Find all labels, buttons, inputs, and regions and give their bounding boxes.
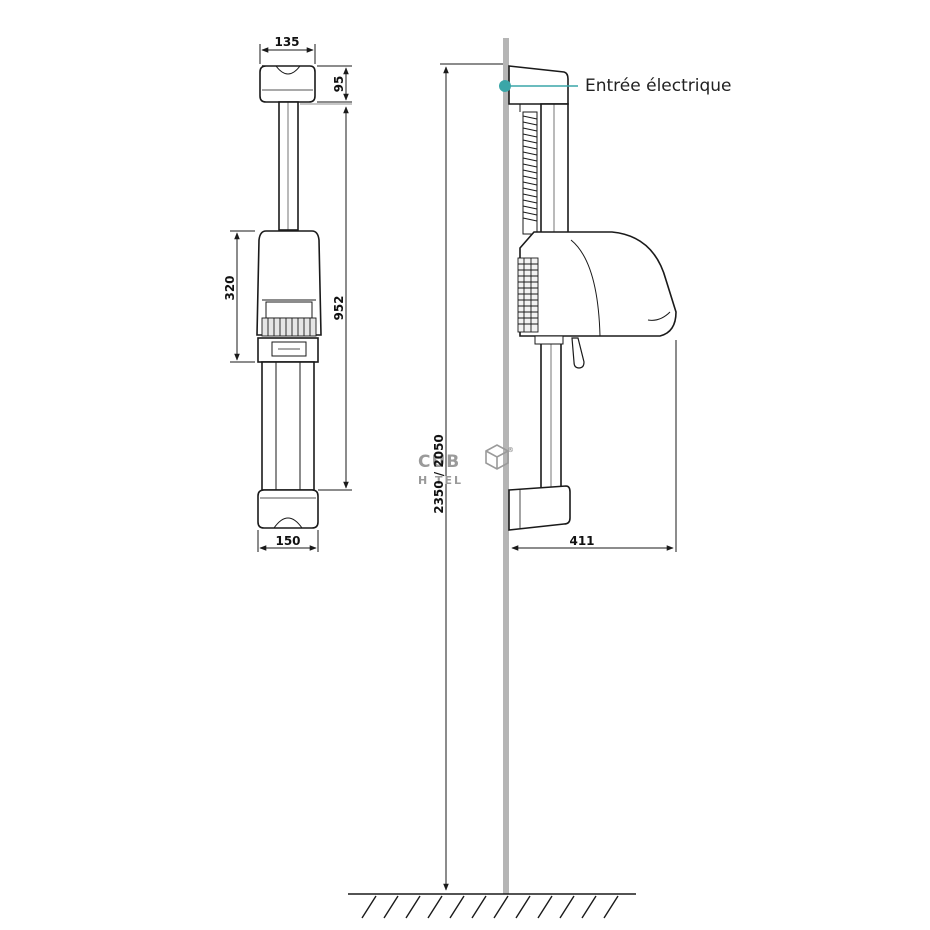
side-upper-rod <box>540 103 569 235</box>
callout-label: Entrée électrique <box>585 76 732 96</box>
dim-bar-height: 952 <box>332 295 346 320</box>
front-bottom-cap <box>257 489 319 529</box>
wall-line <box>503 38 509 894</box>
watermark-logo: CUB H TEL ® <box>418 444 514 487</box>
front-lower-rails <box>261 361 315 491</box>
side-vent-grille <box>517 257 539 333</box>
side-top-bracket <box>508 65 569 105</box>
front-dimensions <box>230 44 352 552</box>
side-knob-icon <box>571 337 585 369</box>
side-bottom-bracket <box>508 485 571 531</box>
callout-dot-icon <box>499 80 511 92</box>
dim-bottom-width: 150 <box>275 534 300 548</box>
watermark-mark: ® <box>507 446 514 454</box>
watermark-line2: H TEL <box>418 474 463 487</box>
front-upper-bar <box>278 101 299 231</box>
dim-top-width: 135 <box>274 35 299 49</box>
side-dimensions <box>440 63 677 891</box>
front-view <box>256 65 322 529</box>
side-hood-body <box>519 231 677 337</box>
dim-total-height: 2350 / 2050 <box>432 434 446 514</box>
watermark-line1: CUB <box>418 452 460 472</box>
side-spring <box>522 111 538 235</box>
dim-body-height: 320 <box>223 275 237 300</box>
ground <box>348 893 636 919</box>
side-view <box>508 65 677 531</box>
cube-logo-icon <box>485 444 509 470</box>
front-top-cap <box>259 65 316 103</box>
electrical-entry-callout <box>499 80 578 92</box>
dim-cap-height: 95 <box>332 76 346 93</box>
dim-projection: 411 <box>569 534 594 548</box>
front-grille <box>261 317 317 337</box>
